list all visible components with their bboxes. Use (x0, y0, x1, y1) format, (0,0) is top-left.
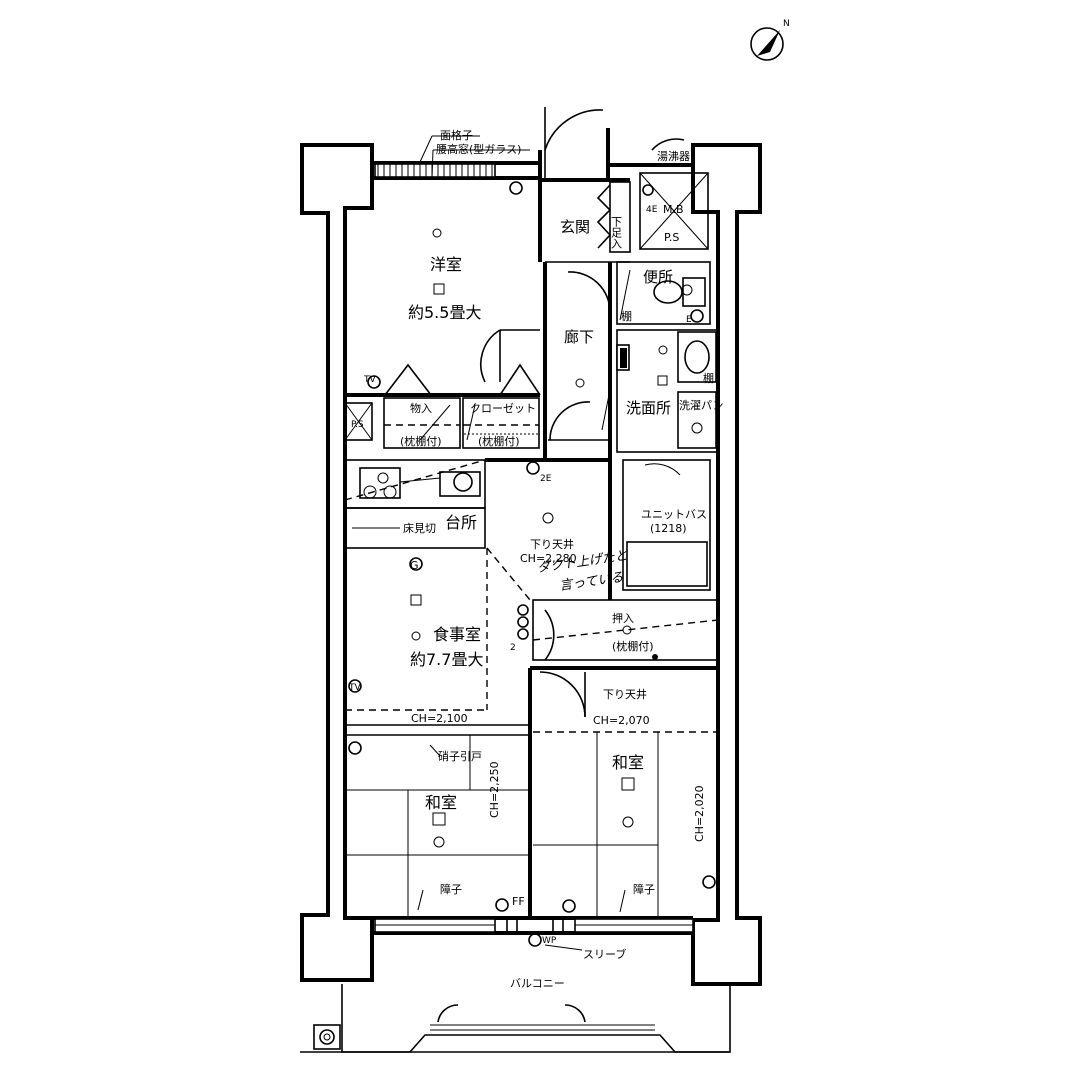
sleeve-label: スリーブ (583, 947, 626, 961)
closet-note: (枕棚付) (478, 434, 520, 448)
washitsu-right (528, 666, 718, 918)
ps-left-label: P.S (351, 420, 364, 430)
closet-label: クローゼット (470, 402, 536, 415)
heater-label: 湯沸器 (657, 150, 690, 163)
corridor-label: 廊下 (564, 328, 594, 346)
e-label: E (686, 315, 692, 325)
bath-name: ユニットバス (641, 508, 707, 521)
dining-room (345, 512, 554, 736)
label-2: 2 (510, 643, 516, 653)
entrance-block (540, 107, 631, 460)
storage-note: (枕棚付) (400, 434, 442, 448)
oshiire-note: (枕棚付) (612, 639, 654, 653)
glass-door-label: 硝子引戸 (438, 749, 482, 763)
outlet-markers (348, 181, 716, 913)
storage-closet (344, 397, 540, 449)
outer-walls (300, 128, 762, 1053)
tv-label-2: TV (348, 683, 361, 693)
washroom (616, 329, 718, 453)
washitsu-right-label: 和室 (612, 753, 644, 772)
oshiire (517, 599, 719, 661)
ch-2100-label: CH=2,100 (411, 712, 468, 725)
gas-g-label: G (410, 559, 419, 572)
handwritten-note-2: 言っている (558, 570, 624, 594)
north-label: N (783, 19, 790, 29)
storage-label: 物入 (410, 401, 432, 415)
shoji-left-label: 障子 (440, 882, 462, 896)
toilet-room (616, 261, 711, 325)
ps-label: P.S (664, 231, 679, 244)
bottom-windows (313, 527, 694, 1050)
washroom-shelf-label: 棚 (703, 371, 714, 385)
kitchen-label: 台所 (445, 513, 477, 532)
floor-inspect-label: 床見切 (403, 521, 436, 535)
shoji-right-label: 障子 (633, 882, 655, 896)
ch-2070-label: CH=2,070 (593, 714, 650, 727)
mb-ps (639, 138, 709, 250)
label-2e: 2E (540, 474, 552, 484)
washitsu-left-label: 和室 (425, 793, 457, 812)
washroom-label: 洗面所 (626, 399, 671, 417)
bath-size: (1218) (650, 522, 687, 535)
dining-room-name: 食事室 (433, 625, 481, 644)
ff-label: FF (512, 895, 525, 908)
mb-label: M.B (663, 203, 684, 216)
western-room (345, 228, 541, 397)
wp-label: WP (542, 936, 557, 946)
tv-label-1: TV (363, 375, 376, 385)
window-label: 腰高窓(型ガラス) (436, 142, 521, 156)
north-compass-icon: N (750, 19, 790, 61)
toilet-shelf-label: 棚 (621, 309, 632, 323)
ch-2250-label: CH=2,250 (488, 761, 501, 818)
oshiire-label: 押入 (612, 611, 634, 625)
entrance-label: 玄関 (560, 218, 590, 236)
kitchen (344, 440, 612, 600)
grille-label: 面格子 (440, 128, 473, 142)
laundry-pan-label: 洗濯パン (679, 399, 724, 412)
toilet-label: 便所 (643, 268, 673, 286)
unit-bath (622, 459, 711, 591)
drop-ceiling-label-2: 下り天井 (603, 687, 647, 701)
western-room-size: 約5.5畳大 (408, 303, 481, 322)
western-room-name: 洋室 (430, 255, 462, 274)
top-window (374, 135, 530, 179)
shoe-cabinet-label: 下足入 (610, 216, 623, 249)
balcony-label: バルコニー (510, 977, 565, 990)
ch-2020-label: CH=2,020 (693, 785, 706, 842)
dining-room-size: 約7.7畳大 (410, 650, 483, 669)
drain-icon (313, 1024, 341, 1050)
label-4e: 4E (646, 205, 658, 215)
washitsu-left (344, 735, 530, 918)
drop-ceiling-label-1: 下り天井 (530, 537, 574, 551)
ch-2280-label: CH=2,280 (520, 552, 577, 565)
